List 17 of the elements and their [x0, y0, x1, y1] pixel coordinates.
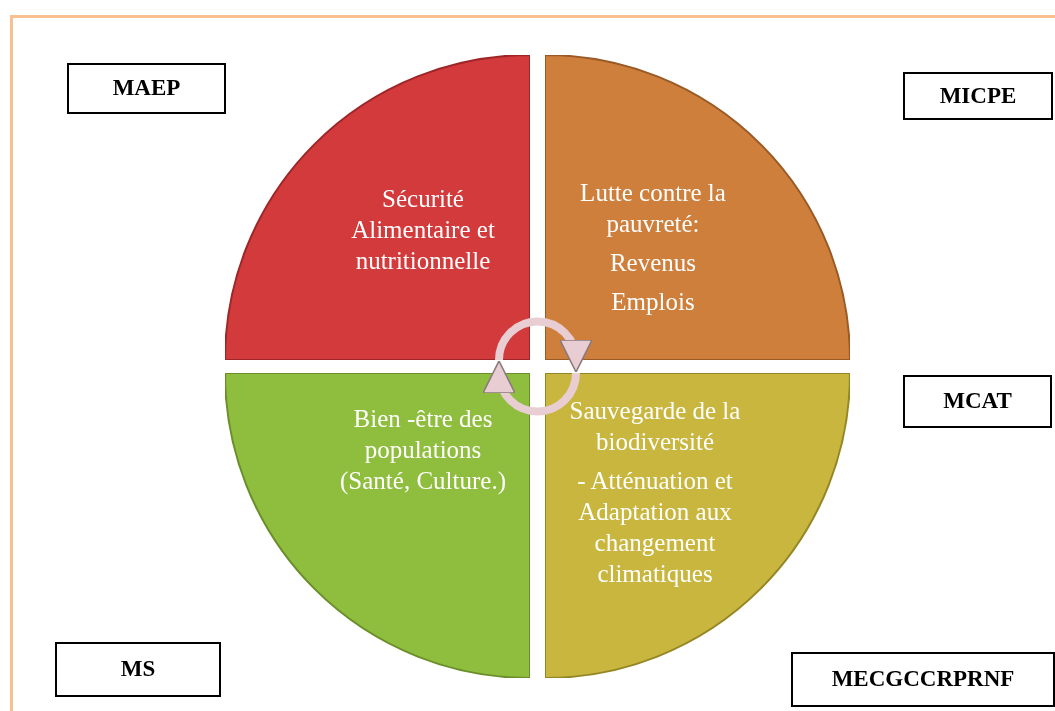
- segment-text: Bien -être des populations (Santé, Culture.): [339, 404, 507, 496]
- segment-text: Sécurité Alimentaire et nutritionnelle: [350, 184, 496, 276]
- label-box: MS: [55, 642, 221, 697]
- segment-text: - Atténuation et Adaptation aux changement climatiques: [576, 466, 734, 589]
- label-box: MECGCCRPRNF: [791, 652, 1055, 707]
- segment-text: Revenus: [609, 248, 697, 278]
- label-box: MCAT: [903, 375, 1052, 428]
- label-box: MICPE: [903, 72, 1053, 120]
- quadrant-segment: [225, 373, 530, 678]
- quadrant-segment: [545, 55, 850, 360]
- segment-text: Sauvegarde de la biodiversité: [568, 396, 742, 457]
- quadrant-segment: [225, 55, 530, 360]
- segment-text: Emplois: [611, 287, 695, 317]
- curved-arrow: [483, 360, 580, 416]
- label-box: MAEP: [67, 63, 226, 114]
- curved-arrow: [495, 317, 592, 373]
- segment-text: Lutte contre la pauvreté:: [579, 178, 727, 239]
